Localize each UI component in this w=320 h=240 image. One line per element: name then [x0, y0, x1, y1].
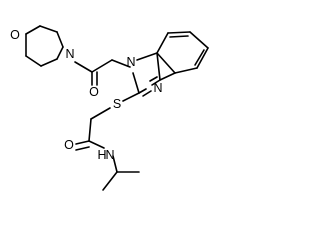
- bond: [56, 31, 64, 48]
- bottom-carbonyl-oxygen-label: O: [64, 138, 74, 152]
- bond: [90, 107, 111, 120]
- sulfur-label: S: [113, 97, 121, 111]
- bond: [169, 35, 189, 38]
- bond: [91, 59, 113, 73]
- bond: [194, 49, 205, 66]
- bond: [142, 90, 152, 97]
- bond: [88, 140, 105, 149]
- benzimidazole-n1-label: N: [126, 55, 135, 69]
- morpholine-oxygen-label: O: [10, 28, 20, 42]
- bond: [138, 88, 147, 94]
- bond: [102, 171, 118, 191]
- bond: [25, 25, 41, 35]
- molecule-structure-diagram: O N O N N S O H N: [10, 25, 209, 191]
- bond: [174, 67, 198, 74]
- bond: [111, 59, 131, 68]
- bond: [156, 52, 176, 74]
- benzimidazole-n3-label: N: [153, 81, 162, 95]
- bond: [132, 72, 140, 94]
- bond: [75, 140, 90, 145]
- bond: [75, 146, 90, 151]
- bond: [156, 32, 169, 54]
- bond: [56, 46, 64, 60]
- amide-hydrogen-label: H: [97, 148, 106, 162]
- bond: [159, 72, 176, 81]
- morpholine-nitrogen-label: N: [65, 47, 74, 61]
- bond: [40, 58, 58, 67]
- bond: [39, 25, 58, 33]
- bond: [25, 55, 42, 67]
- bond: [167, 31, 191, 34]
- atom-labels: O N O N N S O H N: [10, 28, 162, 162]
- bond: [74, 61, 93, 73]
- bond: [156, 52, 161, 81]
- bond: [149, 76, 158, 82]
- bond: [189, 31, 209, 49]
- bond: [196, 47, 209, 69]
- amide-nitrogen-label: N: [105, 148, 114, 162]
- bond: [151, 79, 161, 86]
- bond: [88, 118, 92, 142]
- top-carbonyl-oxygen-label: O: [89, 85, 99, 99]
- bonds: [25, 25, 209, 191]
- bond: [136, 52, 158, 61]
- bond: [122, 92, 140, 102]
- bond: [112, 155, 118, 173]
